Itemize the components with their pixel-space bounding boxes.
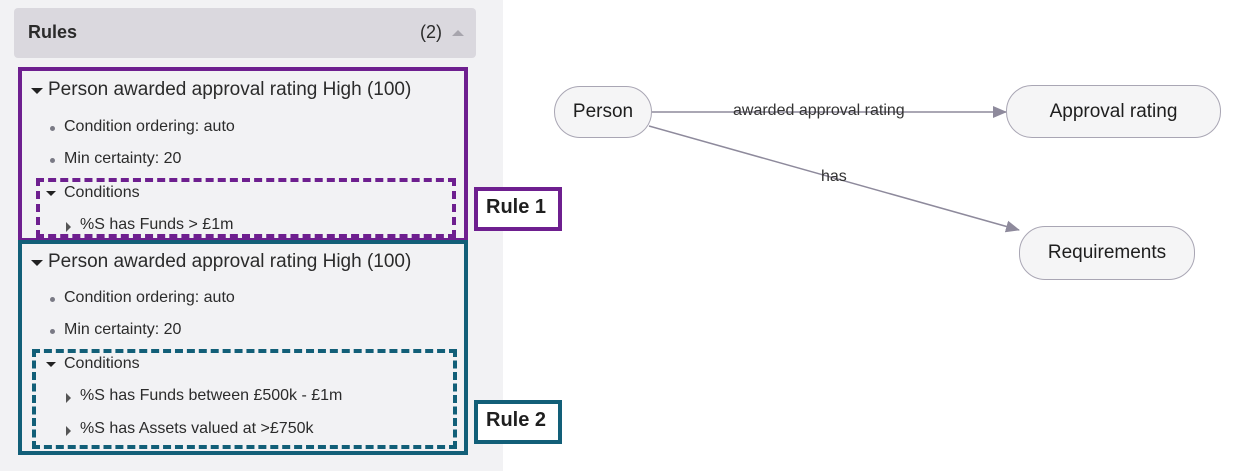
rules-panel-header[interactable]: Rules (2) bbox=[14, 8, 476, 58]
node-approval-rating[interactable]: Approval rating bbox=[1006, 85, 1221, 138]
rule-1-heading[interactable]: Person awarded approval rating High (100… bbox=[48, 79, 412, 100]
rule-1-conditions-title[interactable]: Conditions bbox=[64, 184, 140, 201]
rule-1-callout: Rule 1 bbox=[474, 187, 562, 231]
edge-label-has: has bbox=[821, 168, 847, 185]
rule-2-conditions-title[interactable]: Conditions bbox=[64, 355, 140, 372]
node-requirements[interactable]: Requirements bbox=[1019, 226, 1195, 280]
expand-condition-icon[interactable] bbox=[66, 393, 71, 403]
rule-2-condition-ordering: Condition ordering: auto bbox=[64, 289, 235, 306]
graph-edges bbox=[648, 106, 1020, 233]
rule-2-condition-2[interactable]: %S has Assets valued at >£750k bbox=[80, 420, 314, 437]
rule-2-heading[interactable]: Person awarded approval rating High (100… bbox=[48, 251, 412, 272]
collapse-caret-icon[interactable] bbox=[452, 30, 464, 36]
rules-panel-title: Rules bbox=[28, 22, 78, 42]
expand-condition-icon[interactable] bbox=[66, 426, 71, 436]
rule-1-condition-1[interactable]: %S has Funds > £1m bbox=[80, 216, 234, 233]
edge-label-awarded-approval-rating: awarded approval rating bbox=[733, 102, 905, 119]
rule-1-conditions-highlight bbox=[36, 178, 456, 238]
bullet-icon bbox=[50, 297, 55, 302]
expand-conditions-icon[interactable] bbox=[46, 191, 56, 196]
expand-condition-icon[interactable] bbox=[66, 222, 71, 232]
expand-conditions-icon[interactable] bbox=[46, 362, 56, 367]
rule-2-min-certainty: Min certainty: 20 bbox=[64, 321, 182, 338]
bullet-icon bbox=[50, 329, 55, 334]
rule-2-highlight bbox=[18, 240, 468, 455]
rule-2-condition-1[interactable]: %S has Funds between £500k - £1m bbox=[80, 387, 343, 404]
node-person[interactable]: Person bbox=[554, 86, 652, 138]
rule-1-min-certainty: Min certainty: 20 bbox=[64, 150, 182, 167]
rule-2-conditions-highlight bbox=[32, 349, 457, 449]
rules-panel: Rules (2) Person awarded approval rating… bbox=[0, 0, 503, 471]
rules-count: (2) bbox=[420, 22, 442, 42]
expand-rule-1-icon[interactable] bbox=[31, 88, 43, 94]
edge-has[interactable] bbox=[648, 125, 1020, 233]
rule-1-condition-ordering: Condition ordering: auto bbox=[64, 118, 235, 135]
rule-graph-canvas: awarded approval rating has Person Appro… bbox=[503, 0, 1240, 471]
rule-2-callout: Rule 2 bbox=[474, 400, 562, 444]
expand-rule-2-icon[interactable] bbox=[31, 260, 43, 266]
bullet-icon bbox=[50, 126, 55, 131]
bullet-icon bbox=[50, 158, 55, 163]
